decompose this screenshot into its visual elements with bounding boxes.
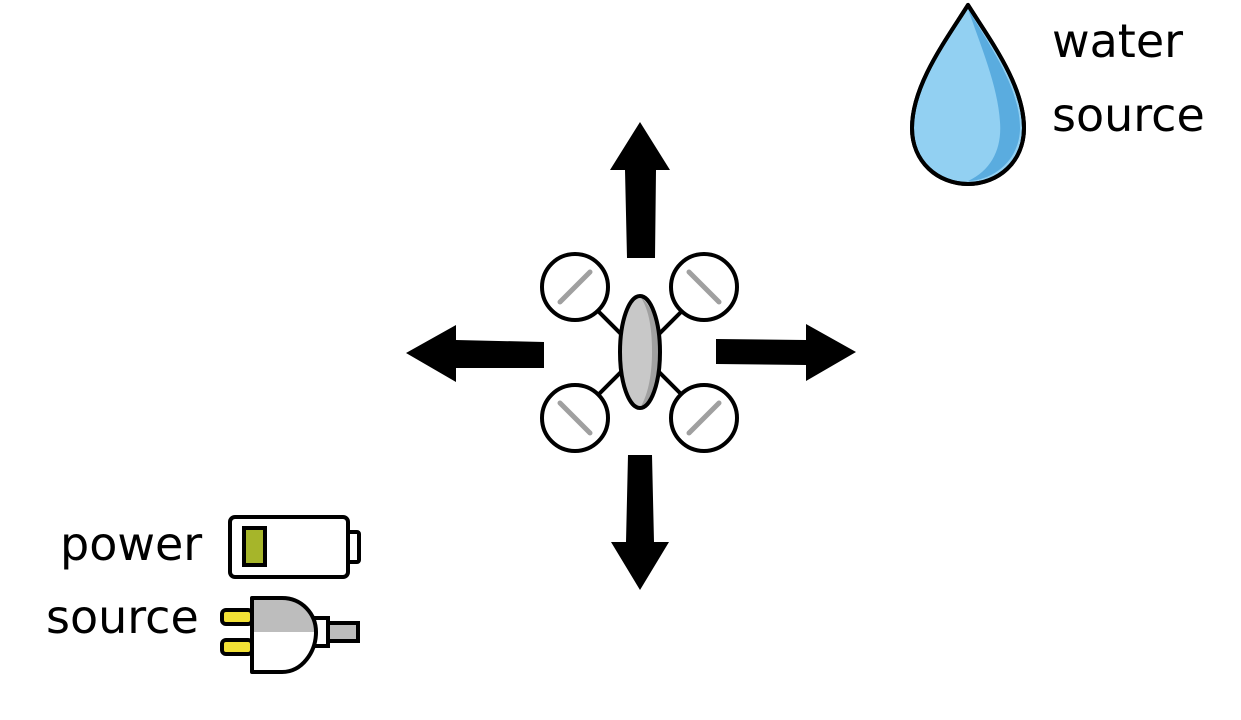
plug-icon xyxy=(220,596,360,674)
water-drop-icon xyxy=(910,3,1026,186)
power-source-label-line2: source xyxy=(46,590,199,644)
water-source-label-line1: water xyxy=(1052,14,1184,68)
power-source-label-line1: power xyxy=(60,517,203,571)
rotor-bottom-right xyxy=(669,383,739,453)
rotor-top-left xyxy=(540,252,610,322)
water-source-label-line2: source xyxy=(1052,88,1205,142)
arrow-down-icon xyxy=(611,455,669,590)
rotor-top-right xyxy=(669,252,739,322)
arrow-right-icon xyxy=(716,324,856,381)
drone-body xyxy=(618,294,662,410)
rotor-bottom-left xyxy=(540,383,610,453)
arrow-up-icon xyxy=(610,122,670,258)
arrow-left-icon xyxy=(406,325,544,382)
battery-icon xyxy=(228,515,361,579)
quadcopter-drone-icon xyxy=(540,252,739,453)
